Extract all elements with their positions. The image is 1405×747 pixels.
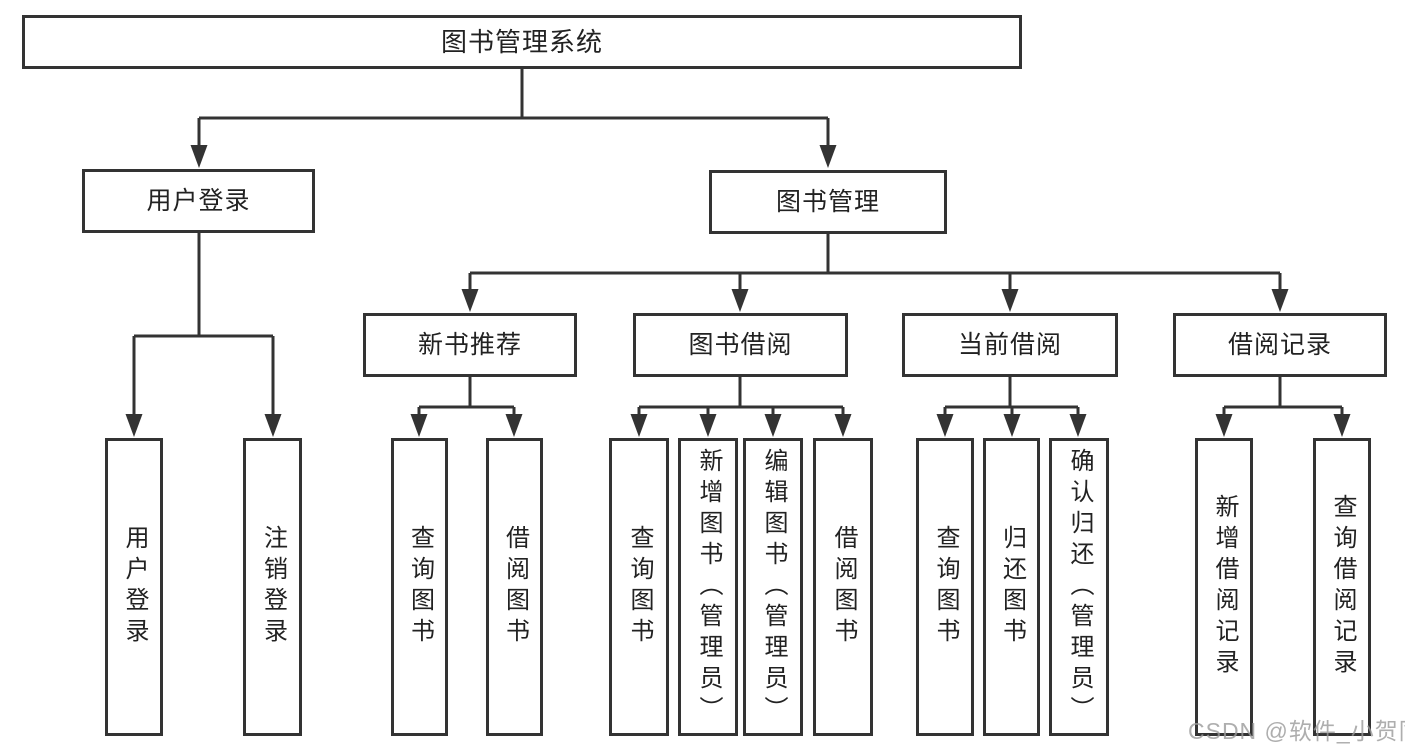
node-label: 借阅图书 xyxy=(830,525,857,649)
watermark: CSDN @软件_小贺同学 xyxy=(1188,718,1405,744)
node-label: 编辑图书（管理员） xyxy=(760,447,787,727)
node-leaf-add-borrow-record: 新增借阅记录 xyxy=(1195,438,1253,736)
arrow-icon xyxy=(190,145,208,168)
arrow-icon xyxy=(1003,414,1021,437)
node-label: 查询图书 xyxy=(626,525,653,649)
node-leaf-borrow-books-borrow: 借阅图书 xyxy=(813,438,873,736)
node-label: 图书管理 xyxy=(775,187,880,216)
node-book-management: 图书管理 xyxy=(709,170,947,234)
arrow-icon xyxy=(264,414,282,437)
node-label: 确认归还（管理员） xyxy=(1066,447,1093,727)
node-leaf-logout: 注销登录 xyxy=(243,438,302,736)
node-label: 归还图书 xyxy=(998,525,1026,649)
arrow-icon xyxy=(410,414,428,437)
node-label: 查询图书 xyxy=(932,525,959,649)
node-borrow-records: 借阅记录 xyxy=(1173,313,1387,377)
arrowheads xyxy=(125,145,1351,437)
node-label: 用户登录 xyxy=(121,525,148,649)
arrow-icon xyxy=(819,145,837,168)
node-leaf-borrow-books-recommend: 借阅图书 xyxy=(486,438,543,736)
arrow-icon xyxy=(505,414,523,437)
node-user-login: 用户登录 xyxy=(82,169,315,233)
node-label: 图书借阅 xyxy=(688,330,793,359)
arrow-icon xyxy=(936,414,954,437)
node-leaf-edit-books-admin: 编辑图书（管理员） xyxy=(743,438,803,736)
node-label: 用户登录 xyxy=(146,186,251,215)
node-book-borrow: 图书借阅 xyxy=(633,313,848,377)
node-label: 当前借阅 xyxy=(957,330,1062,359)
node-label: 借阅图书 xyxy=(501,525,529,649)
arrow-icon xyxy=(1069,414,1087,437)
node-leaf-query-books-recommend: 查询图书 xyxy=(391,438,448,736)
arrow-icon xyxy=(1271,289,1289,312)
node-label: 新增图书（管理员） xyxy=(695,447,722,727)
arrow-icon xyxy=(731,289,749,312)
arrow-icon xyxy=(764,414,782,437)
connector-paths xyxy=(132,69,1344,418)
node-leaf-confirm-return-admin: 确认归还（管理员） xyxy=(1049,438,1109,736)
arrow-icon xyxy=(630,414,648,437)
node-leaf-return-books: 归还图书 xyxy=(983,438,1040,736)
node-label: 查询图书 xyxy=(406,525,434,649)
node-leaf-user-login: 用户登录 xyxy=(105,438,163,736)
node-label: 图书管理系统 xyxy=(440,27,603,57)
node-new-book-recommend: 新书推荐 xyxy=(363,313,577,377)
arrow-icon xyxy=(699,414,717,437)
node-label: 新增借阅记录 xyxy=(1211,494,1238,680)
arrow-icon xyxy=(1001,289,1019,312)
node-current-borrow: 当前借阅 xyxy=(902,313,1118,377)
arrow-icon xyxy=(1215,414,1233,437)
node-label: 查询借阅记录 xyxy=(1329,494,1356,680)
arrow-icon xyxy=(461,289,479,312)
arrow-icon xyxy=(125,414,143,437)
node-label: 新书推荐 xyxy=(417,330,522,359)
node-label: 注销登录 xyxy=(259,525,287,649)
node-library-management-system: 图书管理系统 xyxy=(22,15,1022,69)
node-leaf-query-borrow-record: 查询借阅记录 xyxy=(1313,438,1371,736)
node-leaf-add-books-admin: 新增图书（管理员） xyxy=(678,438,738,736)
arrow-icon xyxy=(1333,414,1351,437)
node-leaf-query-books-borrow: 查询图书 xyxy=(609,438,669,736)
node-leaf-query-books-current: 查询图书 xyxy=(916,438,974,736)
node-label: 借阅记录 xyxy=(1227,330,1332,359)
arrow-icon xyxy=(834,414,852,437)
